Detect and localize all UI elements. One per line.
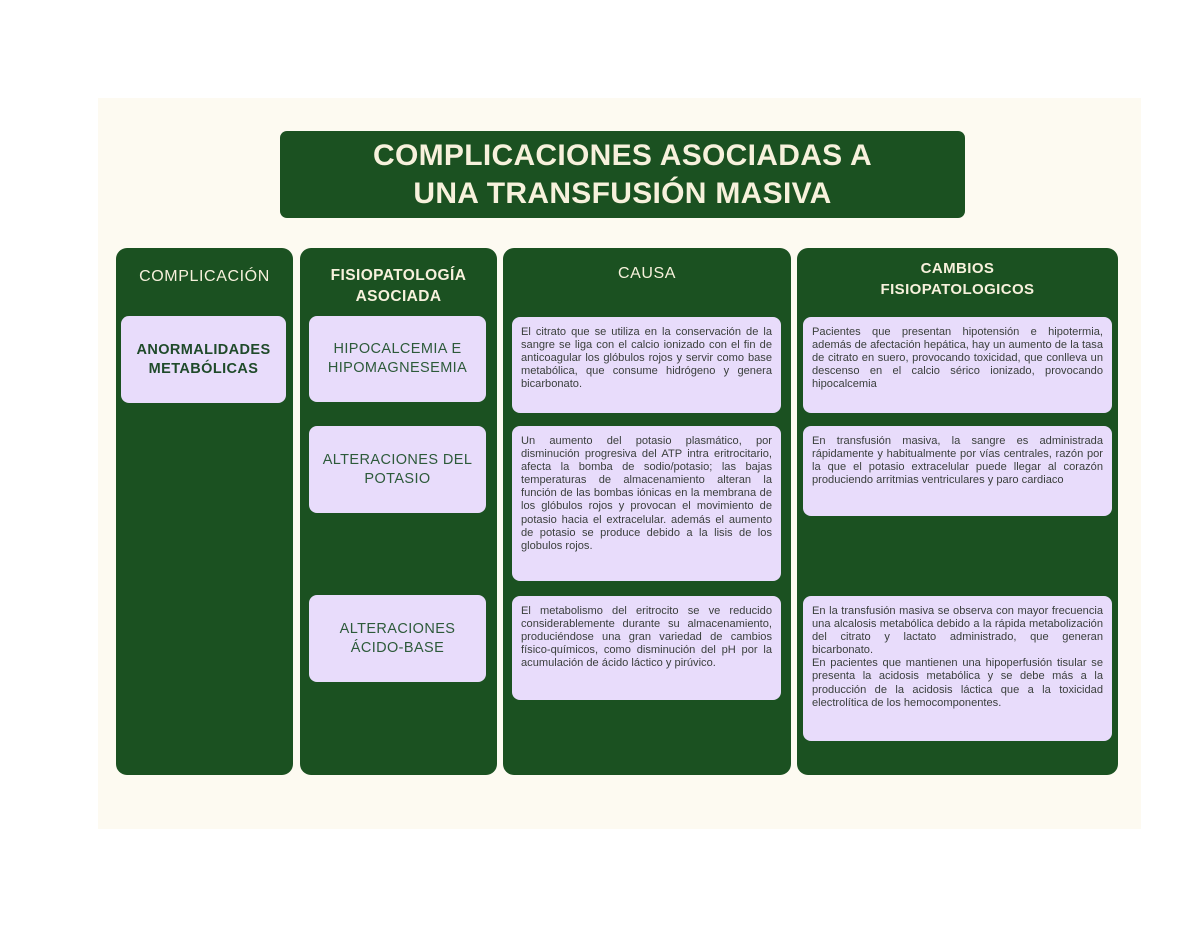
card-anormalidades-metabolicas: ANORMALIDADES METABÓLICAS	[121, 316, 286, 403]
card-causa-acido-base: El metabolismo del eritrocito se ve redu…	[512, 596, 781, 700]
card-cambios-potasio: En transfusión masiva, la sangre es admi…	[803, 426, 1112, 516]
poster-title: COMPLICACIONES ASOCIADAS A UNA TRANSFUSI…	[373, 137, 872, 213]
card-cambios-acido-base: En la transfusión masiva se observa con …	[803, 596, 1112, 741]
header-line-1: FISIOPATOLOGÍA	[330, 267, 467, 284]
fisiopatologia-line: ÁCIDO-BASE	[350, 639, 445, 656]
card-hipocalcemia: HIPOCALCEMIA E HIPOMAGNESEMIA	[309, 316, 486, 402]
poster-title-banner: COMPLICACIONES ASOCIADAS A UNA TRANSFUSI…	[280, 131, 965, 218]
complicacion-line-2: METABÓLICAS	[148, 360, 259, 377]
column-header-cambios: CAMBIOS FISIOPATOLOGICOS	[797, 258, 1118, 300]
card-cambios-hipocalcemia: Pacientes que presentan hipotensión e hi…	[803, 317, 1112, 413]
column-header-causa: CAUSA	[617, 265, 677, 282]
header-line-2: ASOCIADA	[355, 288, 442, 305]
column-complicacion: COMPLICACIÓN ANORMALIDADES METABÓLICAS	[116, 248, 293, 775]
column-header-complicacion: COMPLICACIÓN	[139, 268, 270, 285]
title-line-1: COMPLICACIONES ASOCIADAS A	[373, 138, 872, 172]
cambios-paragraph-1: En la transfusión masiva se observa con …	[812, 605, 1103, 657]
title-line-2: UNA TRANSFUSIÓN MASIVA	[413, 176, 832, 210]
fisiopatologia-line: HIPOCALCEMIA E	[333, 341, 462, 357]
header-line-1: CAMBIOS	[920, 260, 995, 277]
column-header-fisiopatologia: FISIOPATOLOGÍA ASOCIADA	[300, 265, 497, 307]
card-causa-hipocalcemia: El citrato que se utiliza en la conserva…	[512, 317, 781, 413]
column-fisiopatologia: FISIOPATOLOGÍA ASOCIADA HIPOCALCEMIA E H…	[300, 248, 497, 775]
header-line-2: FISIOPATOLOGICOS	[880, 281, 1035, 298]
column-causa: CAUSA El citrato que se utiliza en la co…	[503, 248, 791, 775]
complicacion-line-1: ANORMALIDADES	[136, 341, 271, 358]
fisiopatologia-line: POTASIO	[364, 470, 431, 487]
fisiopatologia-line: ALTERACIONES	[339, 620, 456, 637]
card-alteraciones-potasio: ALTERACIONES DEL POTASIO	[309, 426, 486, 513]
fisiopatologia-line: ALTERACIONES DEL	[322, 451, 473, 468]
card-causa-potasio: Un aumento del potasio plasmático, por d…	[512, 426, 781, 581]
cambios-paragraph-2: En pacientes que mantienen una hipoperfu…	[812, 657, 1103, 709]
card-alteraciones-acido-base: ALTERACIONES ÁCIDO-BASE	[309, 595, 486, 682]
column-cambios: CAMBIOS FISIOPATOLOGICOS Pacientes que p…	[797, 248, 1118, 775]
fisiopatologia-line: HIPOMAGNESEMIA	[327, 360, 468, 376]
